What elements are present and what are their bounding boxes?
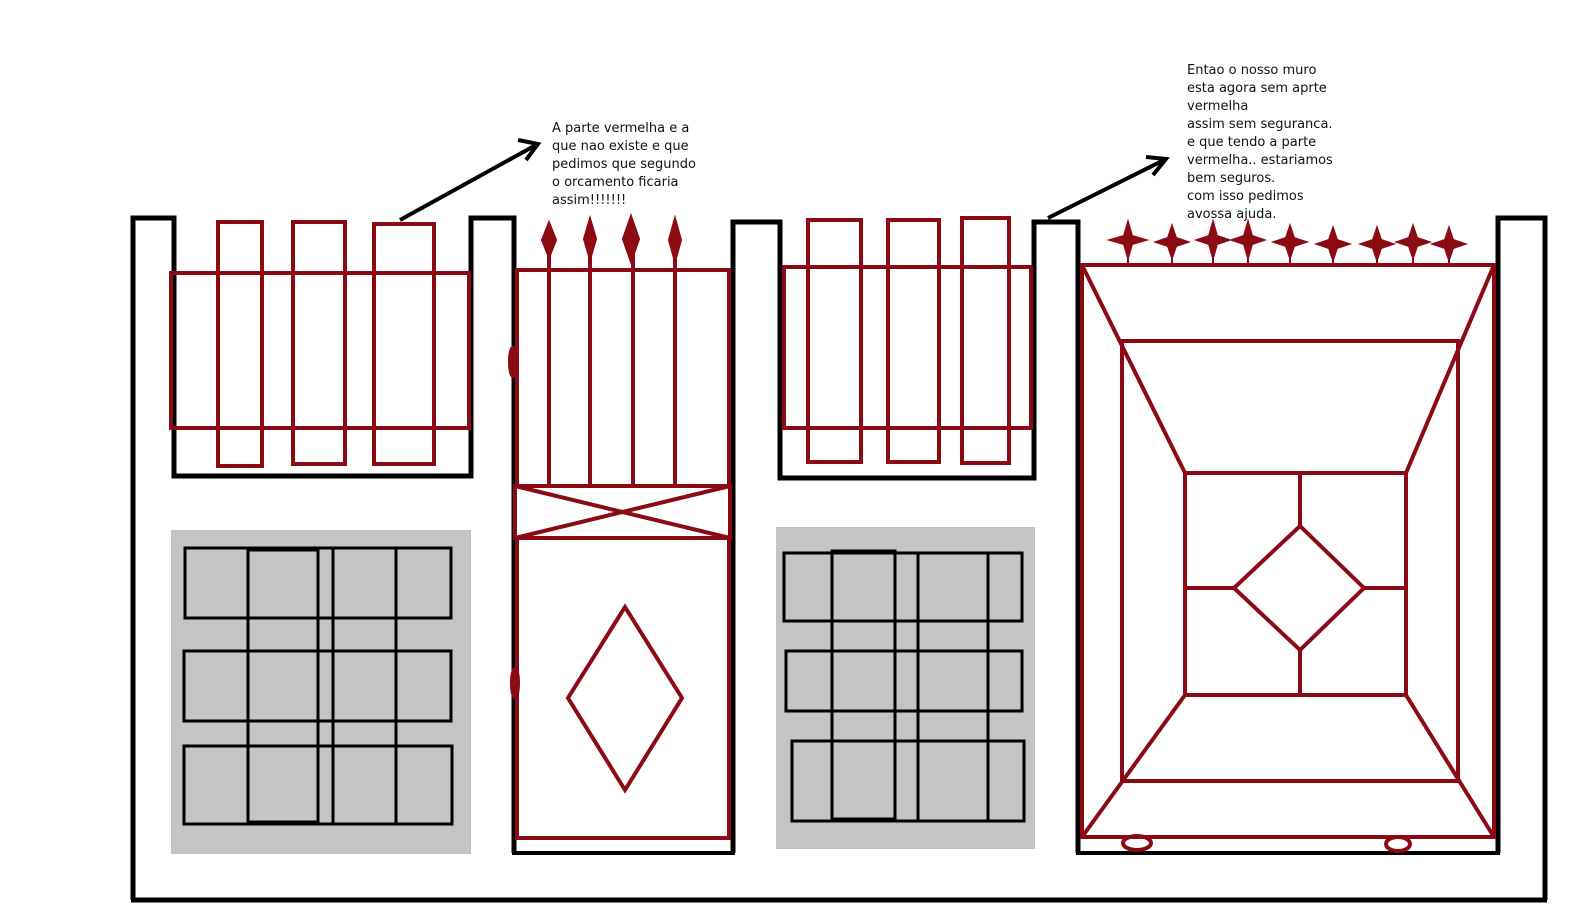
wall-segment-1 (130, 215, 517, 900)
arrow-1-line (399, 143, 537, 222)
annotation-arrows (399, 138, 1170, 222)
arrow-2-line (1047, 158, 1165, 220)
existing-wall-outline (130, 215, 1548, 903)
arrow-1-head (517, 138, 542, 162)
proposed-vehicle-gate (1080, 263, 1496, 853)
grey-panel-left (171, 530, 471, 854)
wall-segment-3 (1495, 215, 1548, 900)
vehicle-gate-spikes (1106, 218, 1469, 265)
proposed-grille-center (782, 216, 1033, 465)
proposed-pedestrian-gate (508, 212, 732, 840)
arrow-2-head (1145, 155, 1170, 177)
annotation-note-wall-status: Entao o nosso muro esta agora sem aprte … (1187, 63, 1333, 222)
wall-segment-2 (730, 219, 1081, 853)
grey-panel-right (776, 527, 1035, 849)
annotation-note-red-part: A parte vermelha e a que nao existe e qu… (552, 121, 696, 208)
proposed-grille-left (169, 220, 471, 468)
